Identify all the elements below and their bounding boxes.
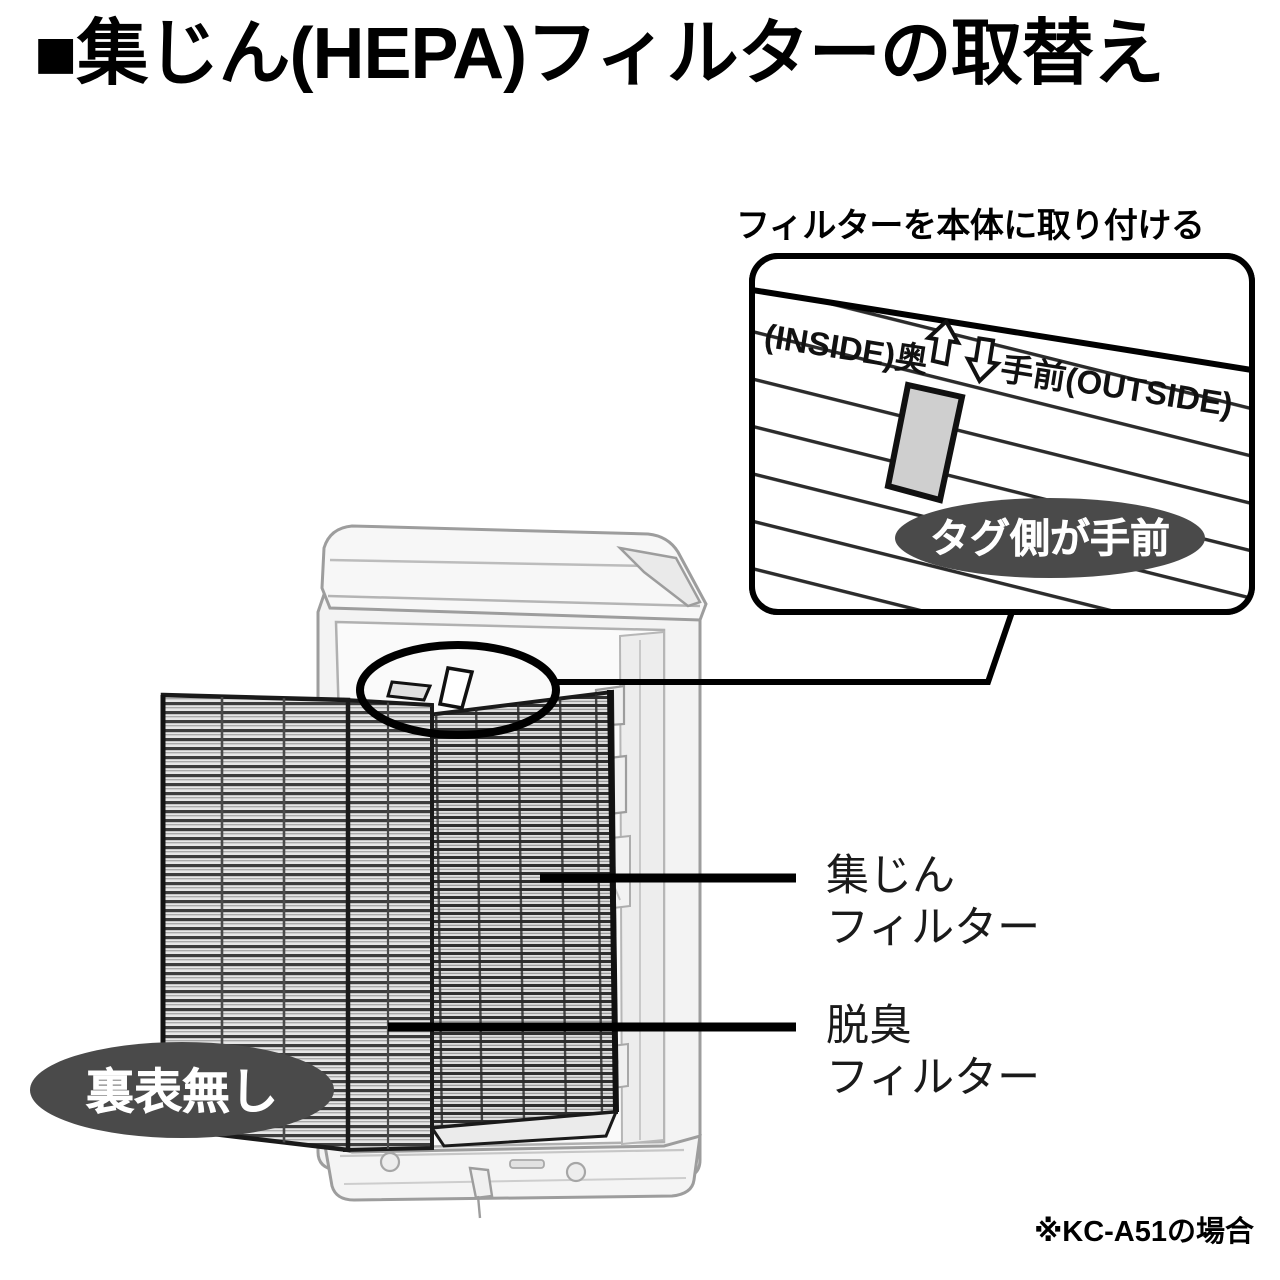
arrow-up-outline-icon [924,318,962,367]
label-dust-filter-line2: フィルター [826,904,1041,953]
model-footnote: ※KC-A51の場合 [1034,1216,1254,1248]
deodorizing-filter-panel [343,697,434,1153]
tag-side-front-badge-text: タグ側が手前 [930,517,1170,561]
page-title: ■集じん(HEPA)フィルターの取替え [34,14,1165,94]
label-dust-filter: 集じん フィルター [826,850,1040,955]
installation-callout-box: (INSIDE)奥 手前(OUTSIDE) タグ側が手前 [749,253,1255,615]
label-deodorizing-filter-line1: 脱臭 [826,1002,912,1050]
leader-lines [388,611,1015,1032]
reversible-badge-text: 裏表無し [86,1066,278,1119]
arrow-down-outline-icon [964,336,1002,385]
label-deodorizing-filter: 脱臭 フィルター [826,1000,1040,1105]
reversible-badge: 裏表無し [30,1042,334,1138]
tag-side-front-badge: タグ側が手前 [895,498,1205,578]
hepa-dust-filter-panel [160,692,351,1153]
callout-heading: フィルターを本体に取り付ける [736,207,1205,245]
tag-area-highlight-oval [356,641,560,739]
label-dust-filter-line1: 集じん [826,852,955,900]
label-deodorizing-filter-line2: フィルター [826,1054,1041,1103]
inserted-filter-in-body [401,689,619,1148]
